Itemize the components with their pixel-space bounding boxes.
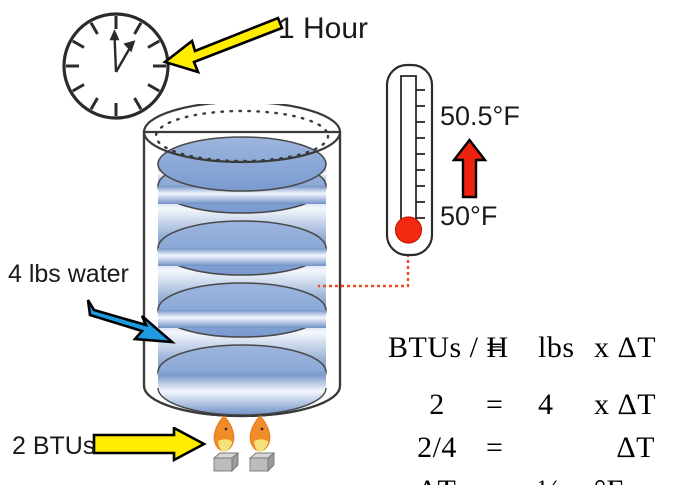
equation-lhs: 2/4	[417, 431, 457, 464]
candle-flame-icon	[206, 414, 286, 476]
equation-row: 2 = 4 x ΔT	[356, 360, 656, 450]
equation-lhs: 2	[429, 388, 445, 421]
label-temp-high: 50.5°F	[440, 101, 520, 131]
red-dotted-connector	[316, 240, 426, 295]
equation-lhs: BTUs / H	[388, 331, 509, 364]
equation-rhs: x ΔT	[594, 388, 657, 421]
equation-mid: lbs	[538, 331, 575, 364]
equation-equals: =	[486, 388, 504, 421]
yellow-arrow-left-icon	[160, 12, 285, 74]
equation-mid: 4	[538, 388, 554, 421]
equation-row: BTUs / H= lbs x ΔT	[356, 303, 656, 393]
equation-equals: =	[486, 331, 504, 364]
label-mass: 4 lbs water	[8, 260, 129, 288]
equation-rhs: ΔT	[594, 431, 655, 464]
blue-arrow-icon	[84, 296, 176, 352]
equation-equals: =	[486, 476, 538, 485]
water-cylinder-icon	[128, 104, 356, 424]
yellow-arrow-right-icon	[92, 427, 207, 465]
equation-rhs: x ΔT	[594, 331, 657, 364]
red-arrow-up-icon	[452, 138, 488, 200]
equation-rhs: °F	[594, 476, 624, 485]
label-temp-low: 50°F	[440, 201, 498, 231]
equation-lhs: ΔT	[388, 476, 486, 485]
label-energy: 2 BTUs	[12, 432, 96, 460]
clock-icon	[56, 6, 176, 126]
equation-mid: ½	[538, 476, 594, 485]
equation-row: 2/4 = ΔT	[356, 403, 655, 485]
label-time: 1 Hour	[278, 12, 369, 45]
thermometer-icon	[381, 62, 443, 258]
equation-row: ΔT=½°F	[356, 446, 624, 485]
equation-equals: =	[486, 431, 504, 464]
